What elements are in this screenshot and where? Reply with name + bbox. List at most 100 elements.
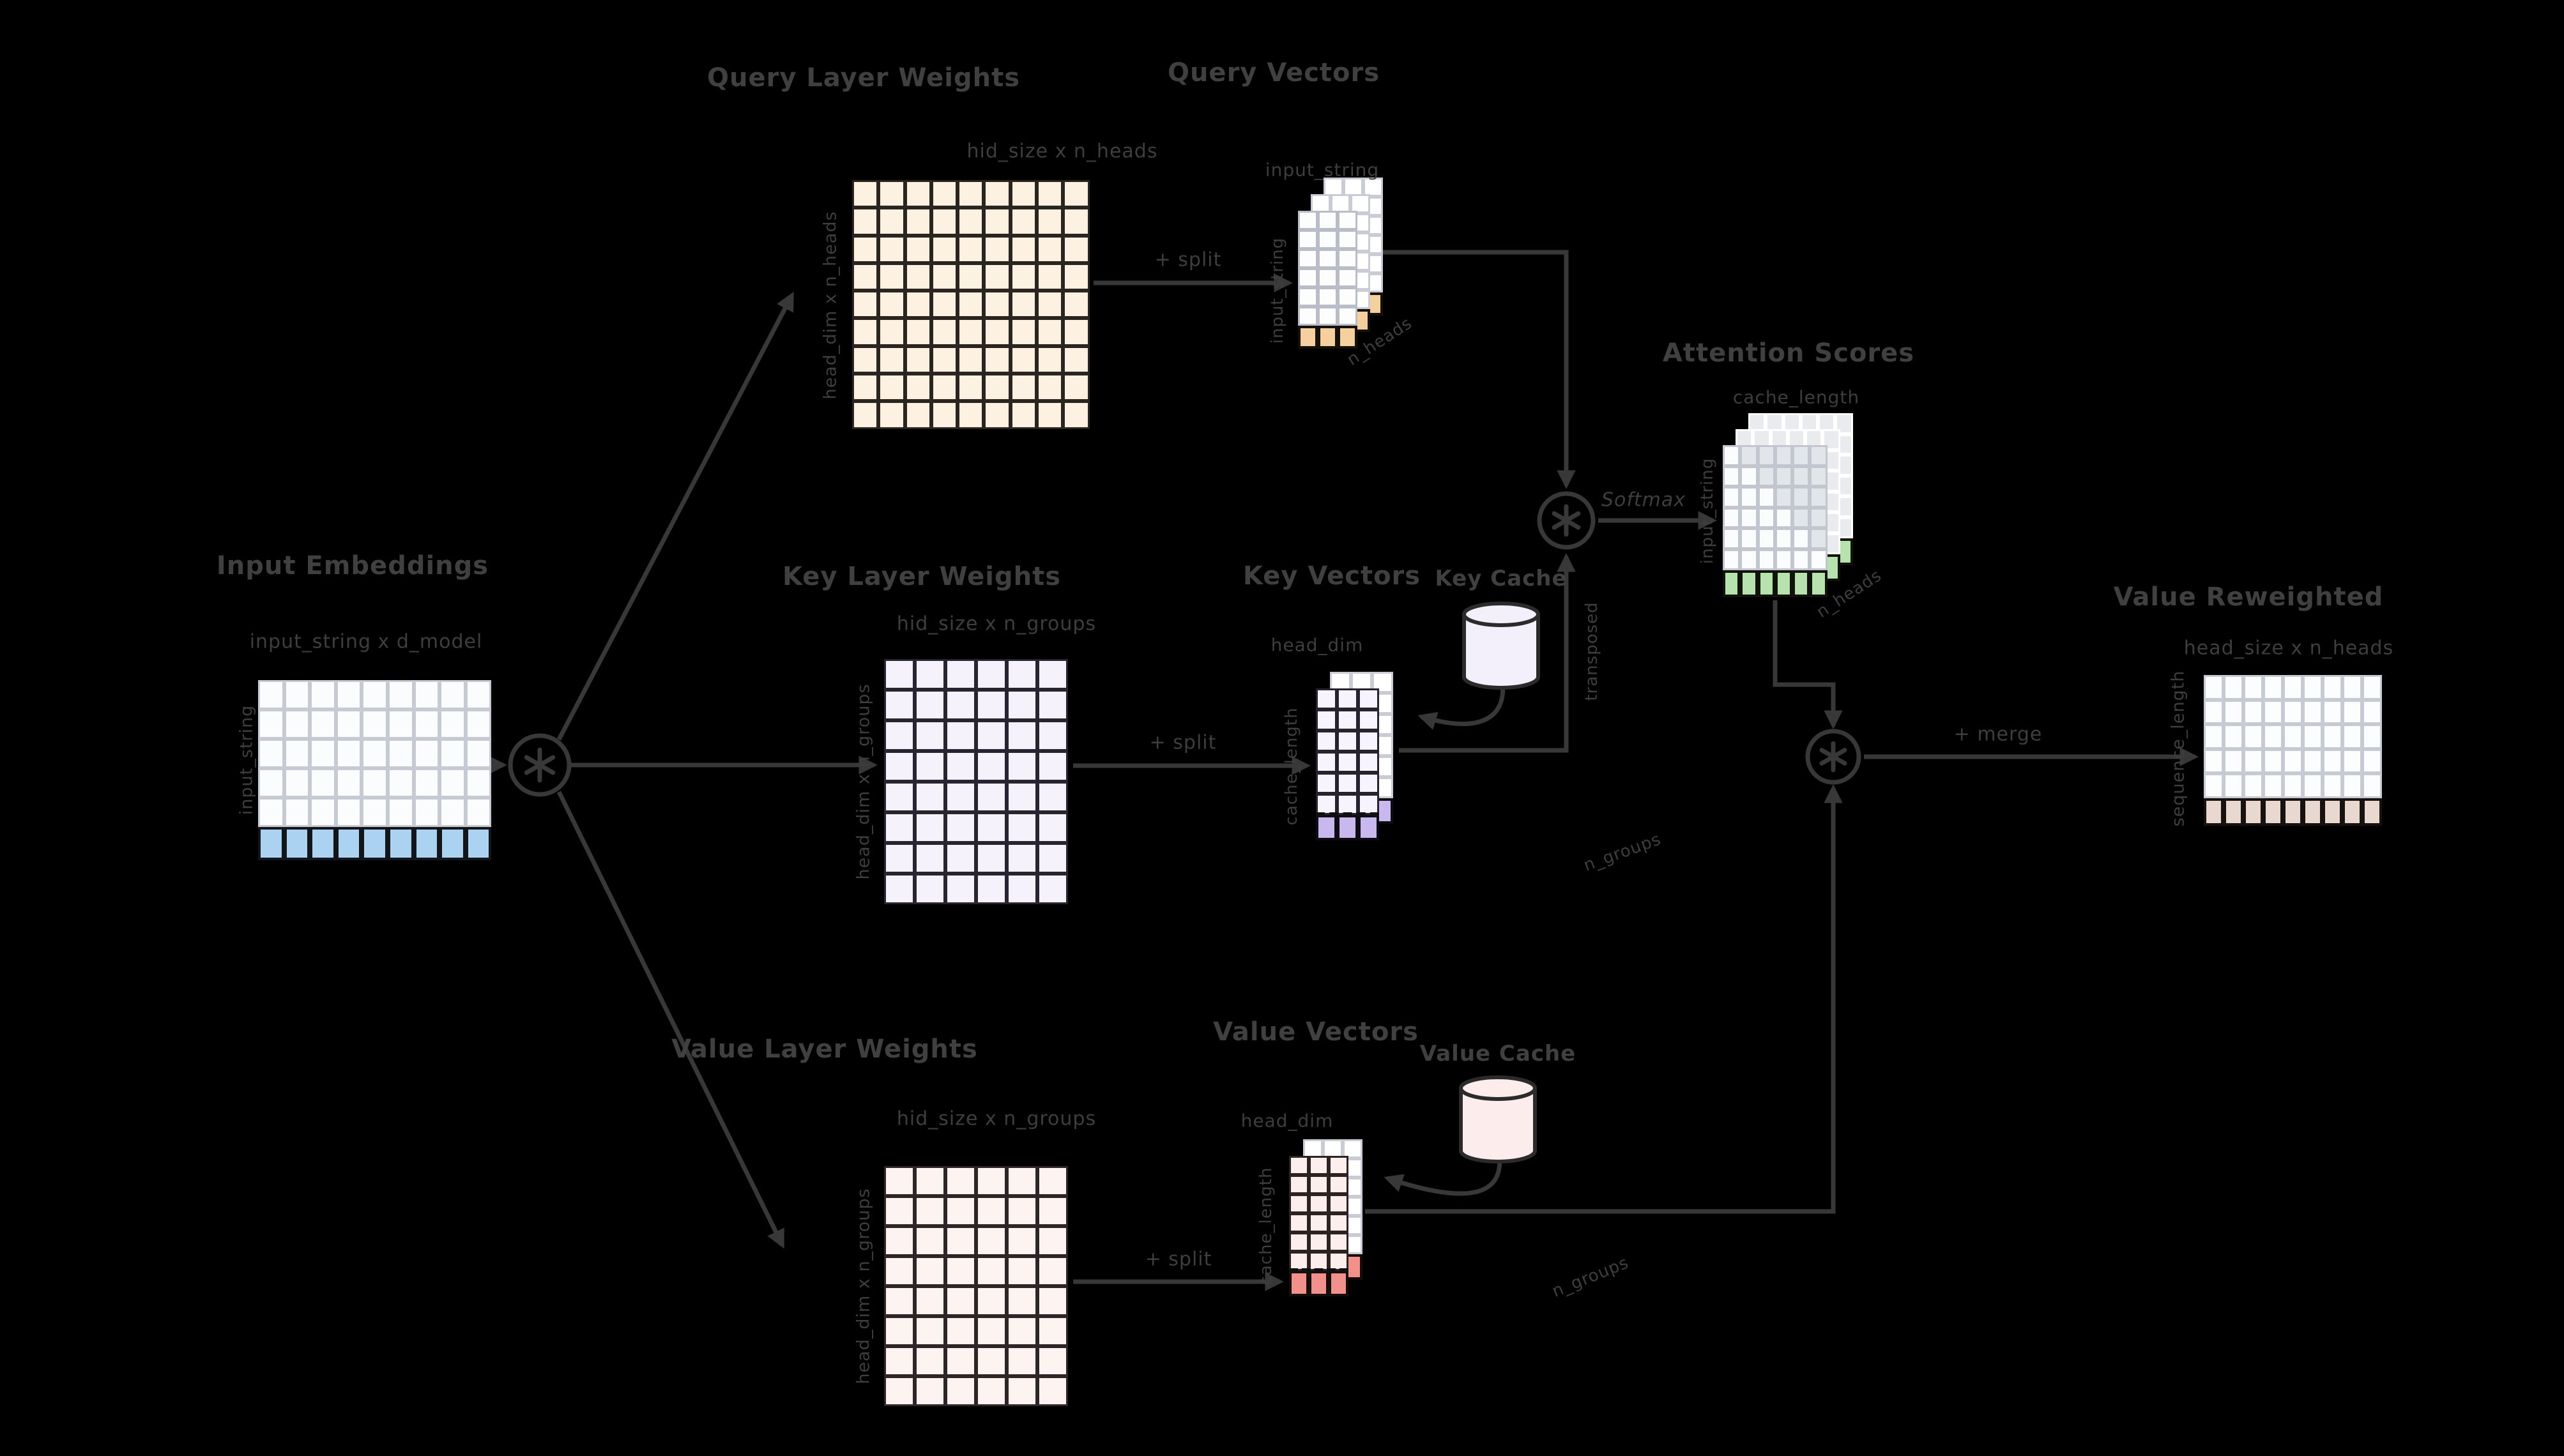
query-weights-rows-label: head_dim x n_heads (820, 211, 841, 400)
output-dims-label: head_size x n_heads (2183, 637, 2394, 660)
highlight-cell (1309, 1271, 1329, 1296)
matrix-cell (1007, 1316, 1037, 1346)
matrix-cell (1338, 249, 1357, 268)
matrix-cell (1037, 291, 1064, 319)
matrix-cell (976, 812, 1007, 843)
matrix-cell (2204, 748, 2224, 774)
matrix-cell (2224, 773, 2243, 798)
matrix-cell (1037, 180, 1064, 208)
highlight-cell (413, 827, 440, 860)
highlight-cell (284, 827, 310, 860)
split-value-label: + split (1145, 1248, 1212, 1271)
query-vectors-to-matmul (1373, 250, 1576, 489)
matrix-cell (1358, 731, 1379, 752)
matrix-cell (1774, 466, 1793, 487)
matrix-cell (1037, 1376, 1068, 1406)
matrix-cell (1037, 1346, 1068, 1376)
matrix-cell (958, 262, 984, 291)
matrix-cell (1318, 287, 1338, 307)
highlight-cell (2362, 798, 2382, 826)
matmul-input-op (508, 733, 572, 797)
matrix-cell (1010, 401, 1037, 429)
matrix-cell (1037, 812, 1068, 843)
matrix-cell (1774, 487, 1793, 508)
matrix-cell (2224, 748, 2243, 774)
matrix-cell (1774, 528, 1793, 549)
value-weights-dims-label: hid_size x n_groups (896, 1107, 1097, 1130)
matrix-cell (2362, 724, 2382, 749)
matrix-cell (878, 235, 905, 263)
matrix-cell (1723, 445, 1741, 466)
matrix-cell (884, 720, 915, 751)
matrix-cell (884, 690, 915, 720)
highlight-cell (439, 827, 466, 860)
matrix-cell (2224, 699, 2243, 725)
matrix-cell (1723, 528, 1741, 549)
matrix-cell (931, 235, 958, 263)
matrix-cell (884, 1196, 915, 1226)
matrix-cell (2323, 748, 2342, 774)
highlight-cell (1358, 815, 1379, 840)
matrix-cell (2283, 748, 2303, 774)
matrix-cell (976, 1376, 1007, 1406)
matrix-cell (852, 291, 879, 319)
highlight-cell (1337, 815, 1358, 840)
matrix-cell (1329, 1213, 1348, 1232)
matrix-cell (284, 798, 310, 827)
highlight-cell (1316, 815, 1337, 840)
matrix-cell (1010, 374, 1037, 402)
query-stack-rows-label: input_string (1268, 237, 1287, 344)
matrix-cell (2283, 773, 2303, 798)
matrix-cell (335, 680, 362, 709)
matrix-cell (310, 680, 336, 709)
matrix-cell (2283, 699, 2303, 725)
matrix-cell (976, 1226, 1007, 1256)
transposed-label: transposed (1582, 602, 1601, 701)
matrix-cell (915, 690, 945, 720)
matrix-cell (976, 874, 1007, 904)
matrix-page (1298, 211, 1357, 349)
matrix-cell (1063, 401, 1090, 429)
highlight-cell (2243, 798, 2263, 826)
matrix-cell (2283, 675, 2303, 700)
matrix-cell (2342, 675, 2362, 700)
matrix-cell (1289, 1156, 1309, 1175)
matrix-cell (931, 262, 958, 291)
matrix-cell (1037, 1316, 1068, 1346)
matrix-cell (1037, 318, 1064, 346)
matrix-cell (1329, 1175, 1348, 1194)
matrix-cell (904, 180, 931, 208)
matrix-cell (1309, 1175, 1329, 1194)
attention-scores-stack (1723, 413, 1853, 597)
matrix-cell (878, 208, 905, 236)
matrix-cell (2204, 773, 2224, 798)
matrix-cell (852, 180, 879, 208)
matrix-cell (984, 262, 1011, 291)
matrix-cell (1007, 720, 1037, 751)
key-weights-rows-label: head_dim x n_groups (853, 683, 874, 880)
matrix-cell (258, 709, 284, 739)
cylinder-top-ellipse (1459, 1075, 1537, 1101)
matrix-cell (310, 768, 336, 798)
matrix-cell (413, 709, 440, 739)
matrix-cell (1350, 194, 1370, 213)
matrix-cell (984, 180, 1011, 208)
matrix-cell (904, 318, 931, 346)
key-vectors-to-matmul (1399, 553, 1576, 753)
matrix-cell (884, 874, 915, 904)
matrix-cell (984, 208, 1011, 236)
matrix-cell (2323, 699, 2342, 725)
matrix-cell (1037, 720, 1068, 751)
matrix-cell (1337, 709, 1358, 731)
matrix-cell (465, 680, 492, 709)
matrix-cell (2263, 675, 2283, 700)
key-vectors-title: Key Vectors (1242, 561, 1421, 591)
matrix-cell (1298, 211, 1318, 230)
matrix-cell (1318, 211, 1338, 230)
matrix-cell (976, 690, 1007, 720)
cylinder-top-ellipse (1462, 602, 1540, 627)
matrix-cell (2263, 748, 2283, 774)
value-layer-weights-title: Value Layer Weights (671, 1035, 978, 1064)
matrix-cell (1037, 659, 1068, 690)
